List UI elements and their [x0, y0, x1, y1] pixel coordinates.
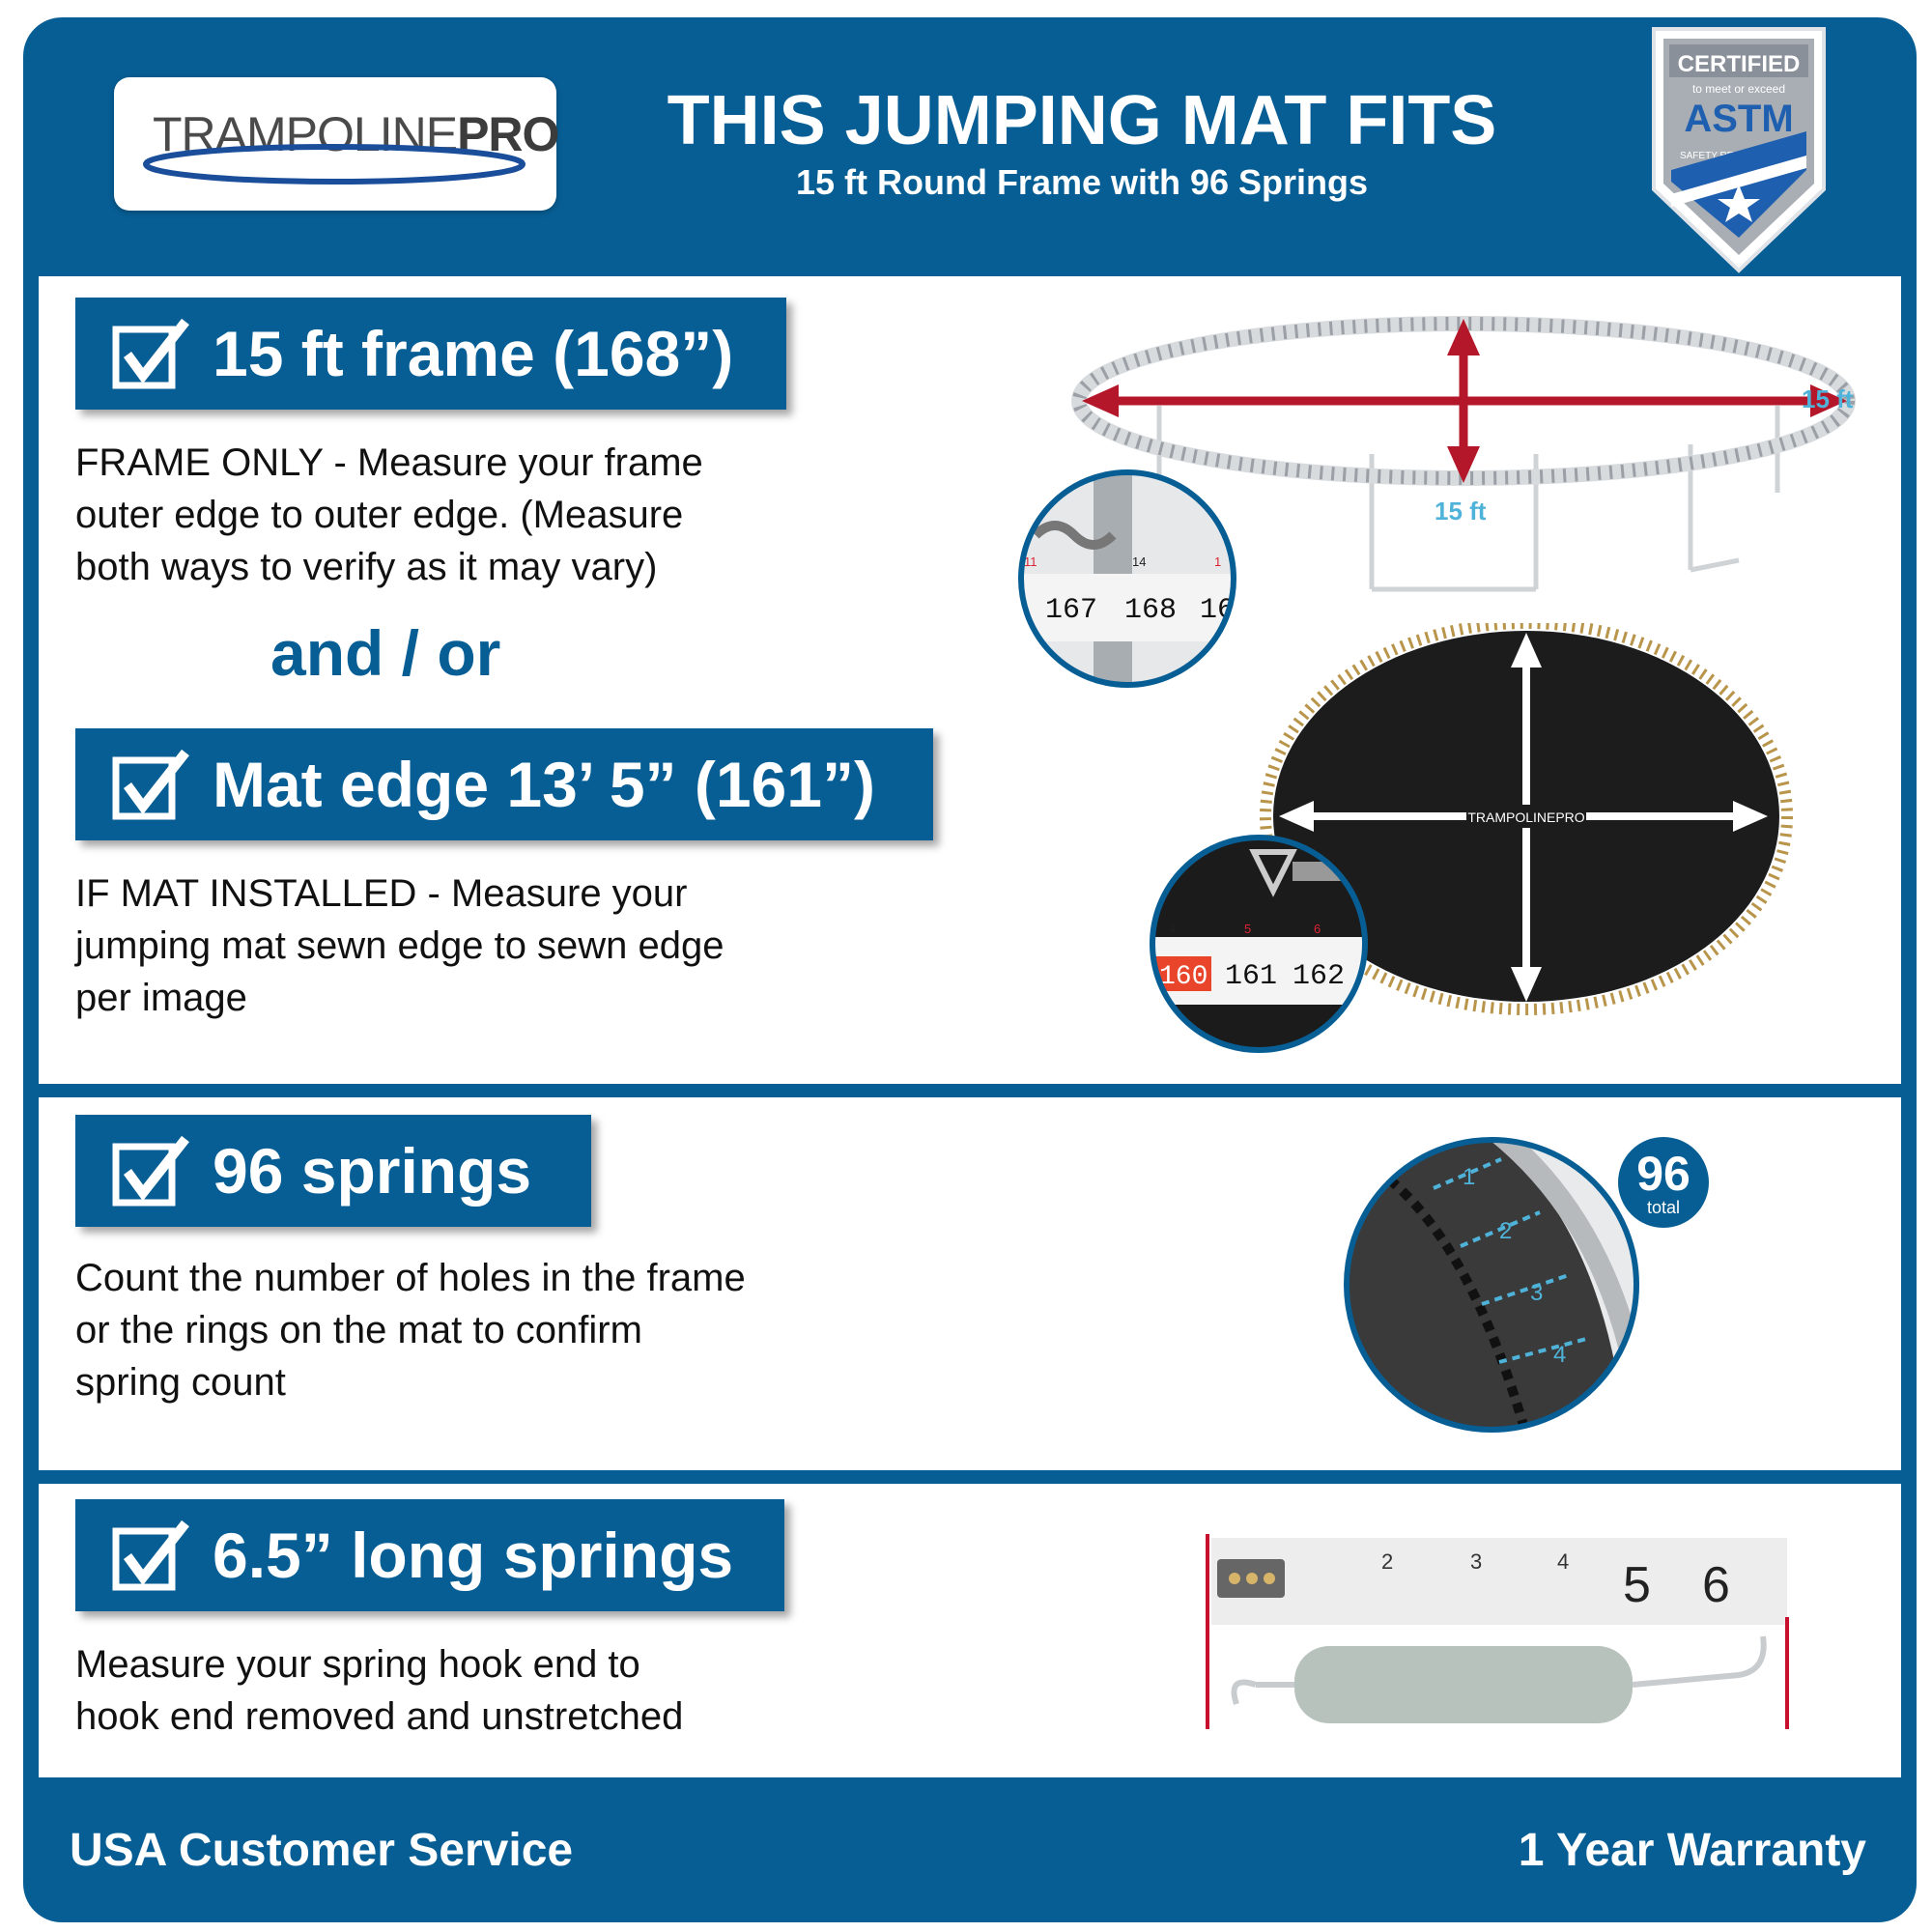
- frame-height-label: 15 ft: [1435, 497, 1487, 526]
- spring-marker: 1: [1463, 1164, 1475, 1190]
- spring-length-heading: 6.5” long springs: [75, 1499, 784, 1611]
- badge-certified-text: CERTIFIED: [1678, 51, 1801, 77]
- svg-text:4: 4: [1169, 922, 1176, 936]
- spring-total-badge: 96 total: [1612, 1131, 1715, 1234]
- mat-logo-text: TRAMPOLINEPRO: [1467, 810, 1584, 825]
- spring-count-heading: 96 springs: [75, 1115, 591, 1227]
- svg-text:161: 161: [1225, 960, 1277, 993]
- tape-reading: 160: [1159, 962, 1208, 992]
- tape-reading: 167: [1045, 594, 1097, 627]
- jumping-mat-illustration: TRAMPOLINEPRO: [1260, 623, 1793, 1015]
- svg-text:5: 5: [1244, 922, 1251, 936]
- svg-text:to meet or exceed: to meet or exceed: [1692, 82, 1785, 96]
- checkbox-checked-icon: [112, 1135, 189, 1207]
- tape-reading: 5: [1623, 1557, 1651, 1613]
- svg-text:96: 96: [1636, 1147, 1690, 1201]
- logo-swoosh-icon: [143, 144, 526, 185]
- mat-tape-callout: 4 5 6 160 161 162: [1150, 835, 1368, 1053]
- svg-text:14: 14: [1132, 554, 1146, 569]
- trampoline-frame-illustration: 15 ft 15 ft: [1071, 316, 1856, 592]
- footer-warranty: 1 Year Warranty: [1518, 1825, 1866, 1876]
- svg-text:11: 11: [1024, 554, 1037, 569]
- frame-width-label: 15 ft: [1802, 384, 1854, 413]
- svg-text:4: 4: [1557, 1549, 1569, 1574]
- svg-text:2: 2: [1381, 1549, 1393, 1574]
- spring-marker: 3: [1530, 1280, 1543, 1306]
- frame-tape-callout: 11 14 1 167 168 169: [1018, 469, 1236, 688]
- svg-text:total: total: [1647, 1198, 1680, 1217]
- badge-astm-mark: ASTM: [1684, 98, 1793, 140]
- svg-text:162: 162: [1293, 960, 1345, 993]
- spring-marker: 4: [1553, 1342, 1566, 1368]
- spring-length-illustration: 2 3 4 5 6: [1206, 1534, 1789, 1729]
- brand-logo: TRAMPOLINEPRO: [114, 77, 559, 211]
- frame-size-heading: 15 ft frame (168”): [75, 298, 786, 410]
- checkbox-checked-icon: [112, 749, 189, 820]
- page-subtitle: 15 ft Round Frame with 96 Springs: [795, 162, 1369, 202]
- page-title: THIS JUMPING MAT FITS: [667, 82, 1497, 159]
- mat-edge-heading: Mat edge 13’ 5” (161”): [75, 728, 933, 840]
- footer-customer-service: USA Customer Service: [70, 1825, 574, 1876]
- and-or-label: and / or: [270, 617, 501, 689]
- svg-text:6: 6: [1702, 1557, 1730, 1613]
- spring-marker: 2: [1499, 1218, 1512, 1244]
- astm-certified-badge: CERTIFIED to meet or exceed ASTM SAFETY …: [1652, 27, 1826, 273]
- frame-instructions: FRAME ONLY - Measure your frame outer ed…: [75, 441, 703, 588]
- checkbox-checked-icon: [112, 1520, 189, 1591]
- mat-instructions: IF MAT INSTALLED - Measure your jumping …: [75, 872, 724, 1019]
- svg-text:6: 6: [1314, 922, 1321, 936]
- svg-text:168: 168: [1124, 594, 1177, 627]
- svg-text:3: 3: [1470, 1549, 1482, 1574]
- star-icon: [1718, 185, 1760, 222]
- checkbox-checked-icon: [112, 318, 189, 389]
- spring-count-instructions: Count the number of holes in the frame o…: [75, 1257, 746, 1404]
- svg-text:1: 1: [1214, 554, 1221, 569]
- spring-length-instructions: Measure your spring hook end to hook end…: [75, 1643, 684, 1738]
